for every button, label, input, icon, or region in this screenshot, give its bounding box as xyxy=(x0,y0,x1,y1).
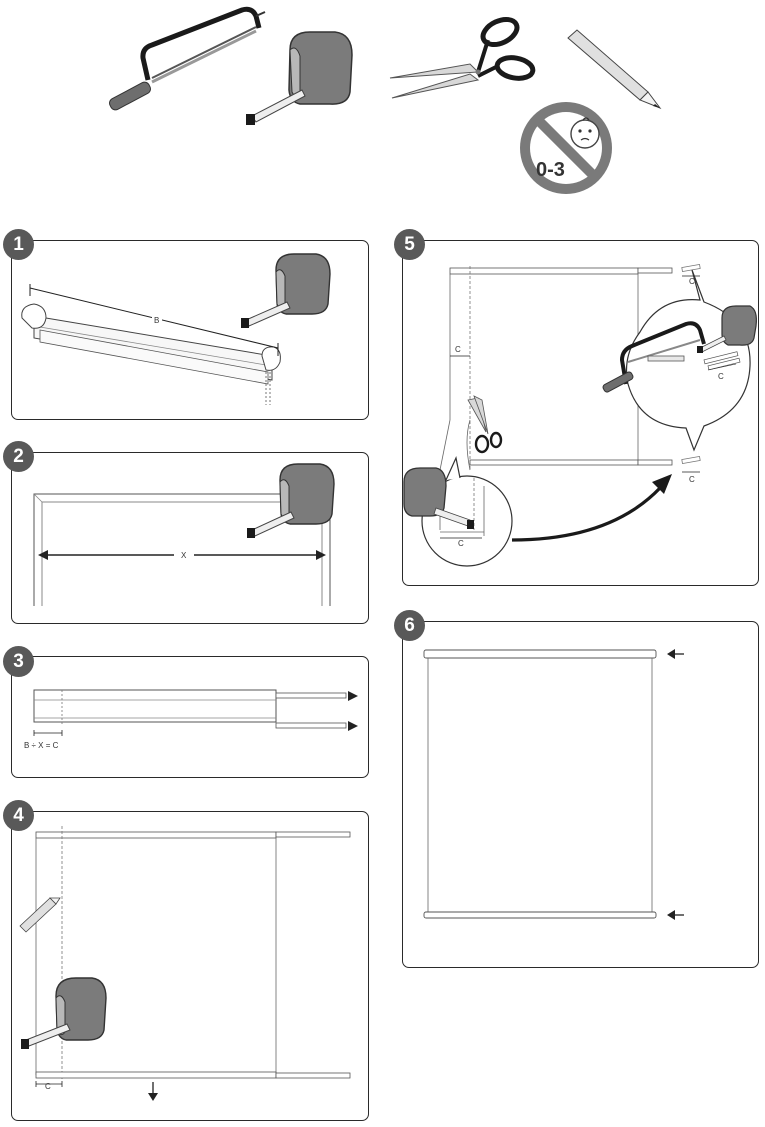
cut-c-label-top: C xyxy=(689,277,695,286)
tape-measure-icon xyxy=(241,253,331,328)
step-4-panel xyxy=(11,811,369,1121)
step-6-panel xyxy=(402,621,759,968)
zoom-bubble xyxy=(625,269,751,452)
pencil-icon xyxy=(567,29,662,110)
cut-c-label-left: C xyxy=(455,345,461,354)
pencil-icon xyxy=(19,897,61,933)
cut-c-label-fabric: C xyxy=(458,539,464,548)
cut-c-label-zoom: C xyxy=(718,372,724,381)
formula-text: B ÷ X = C xyxy=(24,741,59,750)
measure-b-label: B xyxy=(154,316,159,325)
tape-measure-icon xyxy=(21,977,107,1049)
scissors-icon xyxy=(467,395,503,454)
step-4-badge: 4 xyxy=(3,800,34,831)
hacksaw-icon xyxy=(109,6,266,111)
tools-header: 0-3 xyxy=(109,6,662,194)
scissors-icon xyxy=(389,16,536,99)
cut-c-label: C xyxy=(45,1082,51,1091)
tape-measure-icon xyxy=(697,305,757,353)
step-3-badge: 3 xyxy=(3,646,34,677)
tape-measure-icon xyxy=(403,467,474,529)
measure-x-label: X xyxy=(181,551,187,560)
tape-measure-icon xyxy=(246,31,353,125)
step-5-badge: 5 xyxy=(394,229,425,260)
step-1-badge: 1 xyxy=(3,229,34,260)
step-2-badge: 2 xyxy=(3,441,34,472)
hacksaw-icon xyxy=(602,321,706,393)
age-warning-text: 0-3 xyxy=(536,159,565,181)
step-6-badge: 6 xyxy=(394,610,425,641)
tape-measure-icon xyxy=(247,463,335,538)
cut-c-label-bottom: C xyxy=(689,475,695,484)
not-for-children-icon: 0-3 xyxy=(520,102,612,194)
